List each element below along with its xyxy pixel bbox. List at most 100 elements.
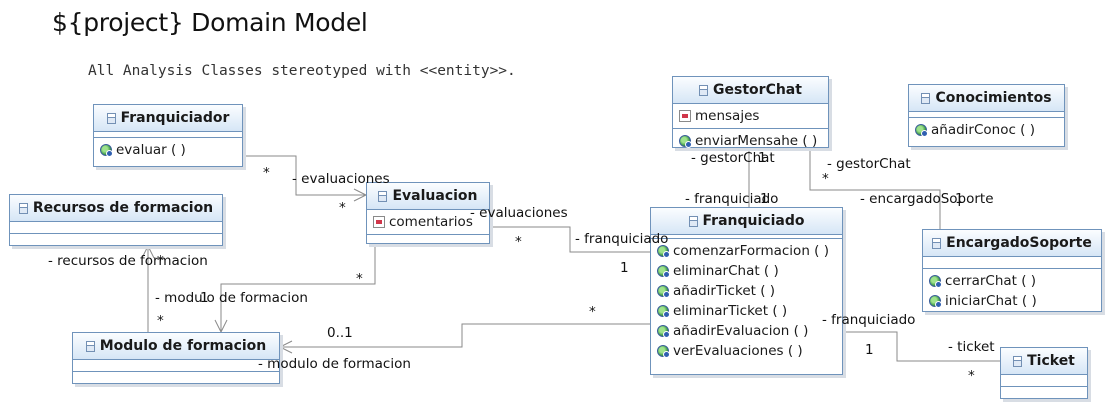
operation-icon [657, 345, 670, 358]
role-label: - encargadoSoporte [860, 191, 994, 207]
role-label: - franquiciado [685, 191, 779, 207]
operation[interactable]: añadirTicket ( ) [651, 281, 842, 301]
class-icon [18, 202, 28, 214]
class-name: Modulo de formacion [99, 338, 267, 354]
attribute-icon [679, 110, 691, 122]
operations-compartment [73, 372, 279, 378]
class-header: Conocimientos [909, 85, 1064, 112]
role-label: - gestorChat [827, 156, 911, 172]
attributes-compartment: mensajes [673, 104, 828, 129]
operation[interactable]: comenzarFormacion ( ) [651, 241, 842, 261]
role-label: - recursos de formacion [48, 253, 208, 269]
operations-compartment: evaluar ( ) [94, 138, 242, 162]
attributes-compartment [923, 257, 1101, 269]
class-franquiciador[interactable]: Franquiciador evaluar ( ) [93, 104, 243, 167]
multiplicity-label: * [589, 304, 596, 320]
class-icon [699, 84, 709, 96]
arrowhead-recursos [141, 244, 155, 259]
class-header: Franquiciador [94, 105, 242, 132]
multiplicity-label: * [822, 171, 829, 187]
class-header: Evaluacion [367, 183, 489, 210]
operation[interactable]: enviarMensahe ( ) [673, 131, 828, 151]
arrowhead-modulo-right [278, 340, 293, 354]
multiplicity-label: 1 [865, 342, 874, 358]
multiplicity-label: * [157, 313, 164, 329]
class-icon [106, 112, 116, 124]
diagram-title: ${project} Domain Model [52, 8, 368, 37]
class-conocimientos[interactable]: Conocimientos añadirConoc ( ) [908, 84, 1065, 147]
attributes-compartment: comentarios [367, 210, 489, 235]
operation[interactable]: cerrarChat ( ) [923, 271, 1101, 291]
operation[interactable]: eliminarTicket ( ) [651, 301, 842, 321]
class-name: Evaluacion [392, 188, 478, 204]
multiplicity-label: * [968, 368, 975, 384]
operation[interactable]: iniciarChat ( ) [923, 291, 1101, 311]
operation[interactable]: evaluar ( ) [94, 140, 242, 160]
multiplicity-label: * [263, 165, 270, 181]
multiplicity-label: * [157, 253, 164, 269]
attribute-label: comentarios [389, 214, 473, 230]
multiplicity-label: * [515, 234, 522, 250]
operations-compartment: comenzarFormacion ( ) eliminarChat ( ) a… [651, 239, 842, 363]
class-evaluacion[interactable]: Evaluacion comentarios [366, 182, 490, 244]
multiplicity-label: 1 [758, 150, 767, 166]
attributes-compartment [73, 360, 279, 372]
multiplicity-label: 1 [200, 290, 209, 306]
class-ticket[interactable]: Ticket [1000, 347, 1088, 399]
operation-icon [657, 265, 670, 278]
class-name: Ticket [1027, 353, 1075, 369]
class-gestorchat[interactable]: GestorChat mensajes enviarMensahe ( ) [672, 76, 829, 151]
assoc-evaluacion-franquiciado [490, 226, 650, 253]
class-recursos-de-formacion[interactable]: Recursos de formacion [9, 194, 223, 246]
class-name: Recursos de formacion [32, 200, 214, 216]
operation-label: evaluar ( ) [116, 142, 186, 158]
assoc-franquiciador-evaluacion [243, 155, 366, 196]
operations-compartment [10, 234, 222, 240]
assoc-gestorchat-encargado [809, 148, 941, 229]
class-modulo-de-formacion[interactable]: Modulo de formacion [72, 332, 280, 384]
attributes-compartment [1001, 375, 1087, 387]
class-franquiciado[interactable]: Franquiciado comenzarFormacion ( ) elimi… [650, 207, 843, 375]
operation-label: añadirEvaluacion ( ) [673, 323, 809, 339]
class-header: EncargadoSoporte [923, 230, 1101, 257]
attributes-compartment [909, 112, 1064, 118]
class-icon [932, 237, 942, 249]
class-header: Ticket [1001, 348, 1087, 375]
operation-icon [929, 275, 942, 288]
class-encargado-soporte[interactable]: EncargadoSoporte cerrarChat ( ) iniciarC… [922, 229, 1102, 312]
operation-label: eliminarChat ( ) [673, 263, 779, 279]
multiplicity-label: 1 [760, 191, 769, 207]
role-label: - franquiciado [822, 312, 916, 328]
operation-label: comenzarFormacion ( ) [673, 243, 829, 259]
class-header: Franquiciado [651, 208, 842, 235]
multiplicity-label: 0..1 [327, 325, 353, 341]
attribute[interactable]: comentarios [367, 212, 489, 232]
operation[interactable]: añadirConoc ( ) [909, 120, 1064, 140]
assoc-franquiciado-ticket [843, 331, 1000, 362]
attribute-label: mensajes [695, 108, 760, 124]
multiplicity-label: 1 [955, 191, 964, 207]
operation[interactable]: añadirEvaluacion ( ) [651, 321, 842, 341]
attribute[interactable]: mensajes [673, 106, 828, 126]
operation-label: cerrarChat ( ) [945, 273, 1037, 289]
operation-label: añadirConoc ( ) [931, 122, 1036, 138]
class-name: GestorChat [713, 82, 802, 98]
operation[interactable]: verEvaluaciones ( ) [651, 341, 842, 361]
class-icon [1013, 355, 1023, 367]
role-label: - gestorChat [691, 150, 775, 166]
multiplicity-label: * [356, 271, 363, 287]
class-header: Modulo de formacion [73, 333, 279, 360]
operation-icon [915, 124, 928, 137]
operation-icon [657, 305, 670, 318]
operation[interactable]: eliminarChat ( ) [651, 261, 842, 281]
assoc-evaluacion-modulo [220, 244, 376, 332]
attributes-compartment [651, 235, 842, 239]
operation-icon [657, 245, 670, 258]
attributes-compartment [94, 132, 242, 138]
operation-label: eliminarTicket ( ) [673, 303, 788, 319]
attributes-compartment [10, 222, 222, 234]
class-header: Recursos de formacion [10, 195, 222, 222]
operation-icon [657, 325, 670, 338]
class-icon [378, 190, 388, 202]
assoc-franquiciado-modulo [280, 323, 650, 348]
